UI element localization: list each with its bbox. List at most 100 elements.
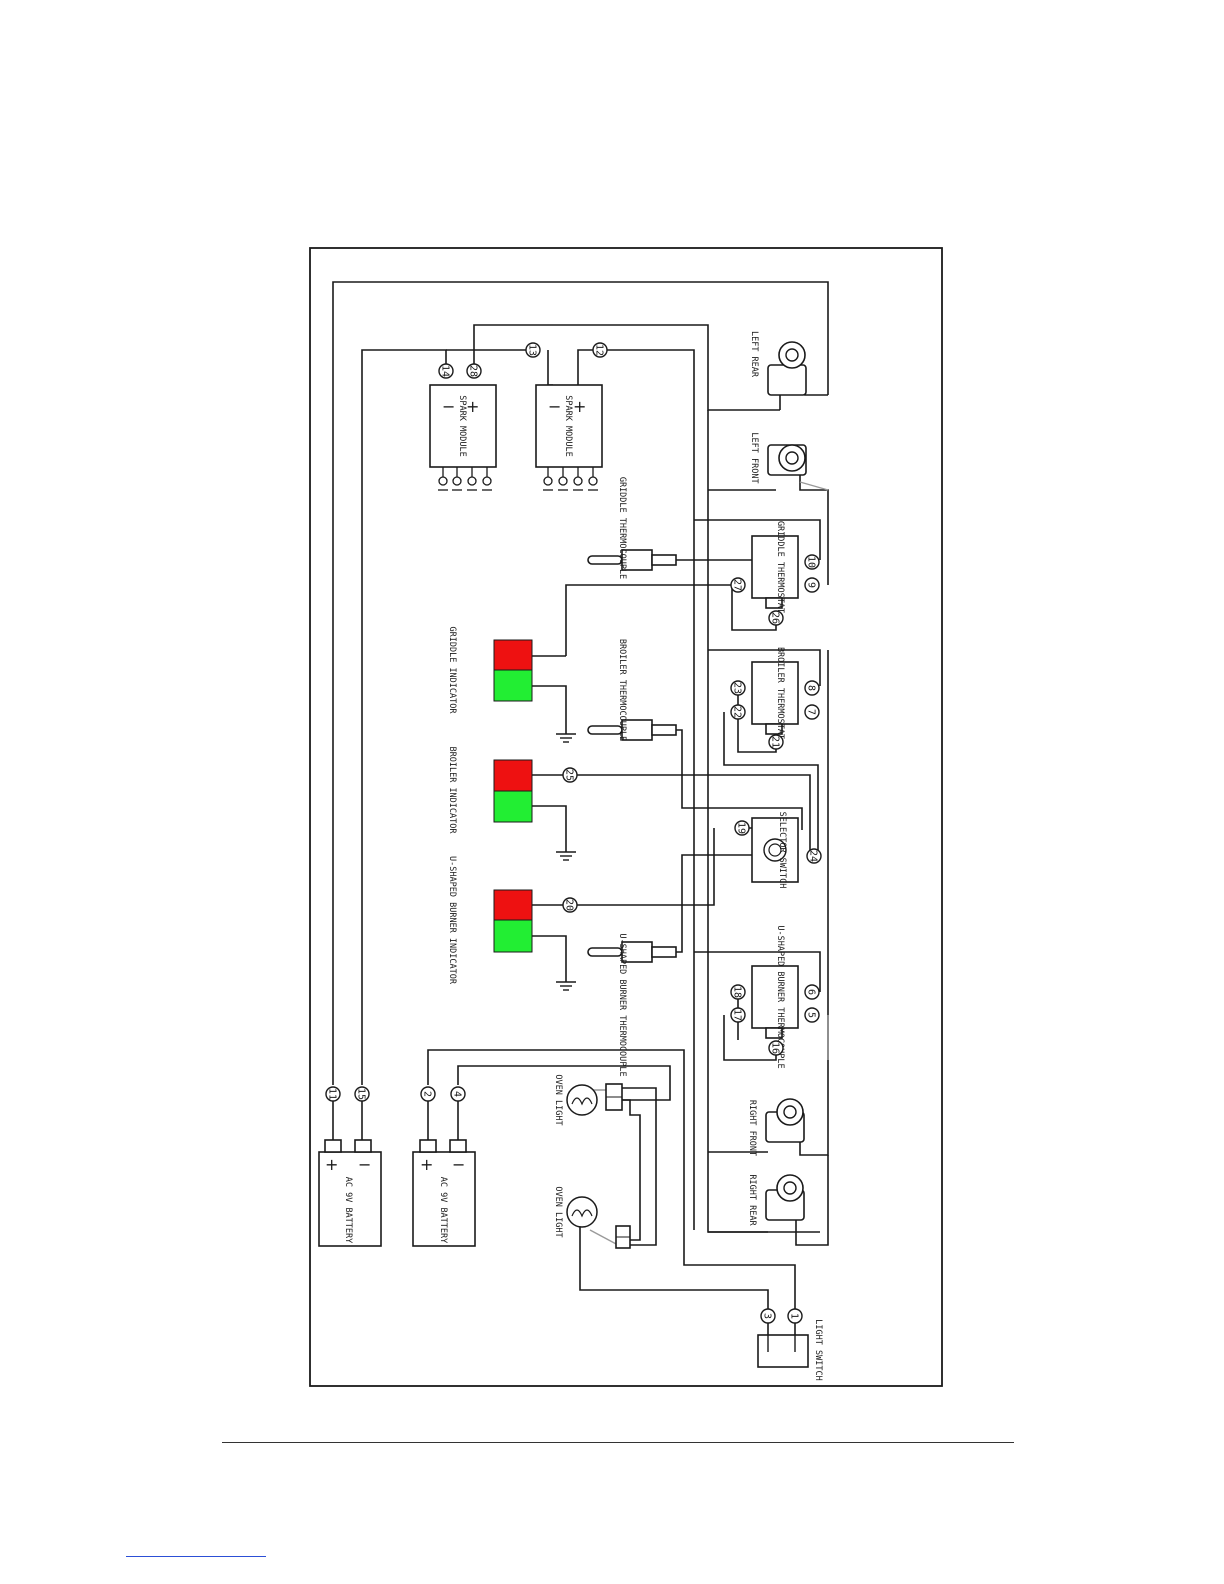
ushaped-thermocouple-label: U-SHAPED BURNER THERMOCOUPLE bbox=[617, 933, 627, 1076]
svg-text:14: 14 bbox=[440, 365, 451, 377]
ushaped-indicator-green bbox=[493, 919, 533, 953]
wire-node-21: 21 bbox=[768, 734, 784, 750]
svg-text:9: 9 bbox=[806, 582, 817, 588]
ushaped-thermostat-label: U-SHAPED BURNER THERMOCOUPLE bbox=[775, 925, 785, 1068]
footnote-link-underline bbox=[126, 1556, 266, 1557]
wire-node-10: 10 bbox=[804, 554, 820, 570]
oven-light-1-label: OVEN LIGHT bbox=[553, 1074, 563, 1125]
broiler-thermocouple: BROILER THERMOCOUPLE bbox=[587, 639, 677, 741]
wire-node-16: 16 bbox=[768, 1040, 784, 1056]
wire-node-15: 15 bbox=[354, 1086, 370, 1102]
griddle-indicator-red bbox=[493, 639, 533, 671]
wire-node-8: 8 bbox=[804, 680, 820, 696]
griddle-indicator: GRIDDLE INDICATOR bbox=[447, 627, 533, 715]
battery-1: + − AC 9V BATTERY bbox=[318, 1139, 382, 1247]
svg-text:26: 26 bbox=[770, 612, 781, 624]
svg-text:4: 4 bbox=[452, 1091, 463, 1097]
svg-text:20: 20 bbox=[564, 899, 575, 911]
svg-text:28: 28 bbox=[468, 365, 479, 377]
svg-text:5: 5 bbox=[806, 1012, 817, 1018]
battery-wires bbox=[332, 1100, 459, 1140]
svg-text:1: 1 bbox=[789, 1313, 800, 1319]
wire-node-17: 17 bbox=[730, 1007, 746, 1023]
svg-text:6: 6 bbox=[806, 989, 817, 995]
spark-1-plus: + bbox=[466, 397, 479, 416]
light-switch-label: LIGHT SWITCH bbox=[813, 1319, 823, 1380]
wire-node-27: 27 bbox=[730, 577, 746, 593]
oven-light-1: OVEN LIGHT bbox=[553, 1074, 623, 1126]
ushaped-indicator-red bbox=[493, 889, 533, 921]
wire-node-14: 14 bbox=[438, 363, 454, 379]
griddle-thermostat: GRIDDLE THERMOSTAT bbox=[751, 521, 799, 613]
battery-1-minus: − bbox=[358, 1155, 371, 1174]
wire-node-1: 1 bbox=[787, 1308, 803, 1324]
ushaped-indicator-label: U-SHAPED BURNER INDICATOR bbox=[447, 856, 457, 985]
svg-text:11: 11 bbox=[327, 1088, 338, 1100]
svg-text:23: 23 bbox=[732, 682, 743, 694]
svg-text:10: 10 bbox=[806, 556, 817, 568]
broiler-thermostat: BROILER THERMOSTAT bbox=[751, 647, 799, 739]
right-front-label: RIGHT FRONT bbox=[747, 1100, 757, 1156]
wire-node-25: 25 bbox=[562, 767, 578, 783]
battery-1-plus: + bbox=[325, 1155, 338, 1174]
wire-node-9: 9 bbox=[804, 577, 820, 593]
spark-module-2: − + SPARK MODULE bbox=[535, 384, 603, 491]
wire-node-23: 23 bbox=[730, 680, 746, 696]
ushaped-thermocouple: U-SHAPED BURNER THERMOCOUPLE bbox=[587, 933, 677, 1077]
right-rear-label: RIGHT REAR bbox=[747, 1174, 757, 1226]
broiler-indicator-label: BROILER INDICATOR bbox=[447, 747, 457, 835]
wire-node-26: 26 bbox=[768, 610, 784, 626]
igniter-right-front: RIGHT FRONT bbox=[747, 1098, 805, 1156]
oven-light-2: OVEN LIGHT bbox=[553, 1186, 631, 1249]
igniter-right-rear: RIGHT REAR bbox=[747, 1174, 805, 1226]
left-rear-label: LEFT REAR bbox=[749, 331, 759, 378]
spark-2-minus: − bbox=[548, 397, 561, 416]
spark-1-minus: − bbox=[442, 397, 455, 416]
ground-symbols bbox=[556, 733, 576, 991]
wire-node-22: 22 bbox=[730, 704, 746, 720]
spark-module-1: − + SPARK MODULE bbox=[429, 384, 497, 491]
spark-module-1-label: SPARK MODULE bbox=[457, 395, 467, 456]
svg-text:13: 13 bbox=[527, 344, 538, 356]
wire-node-4: 4 bbox=[450, 1086, 466, 1102]
svg-text:15: 15 bbox=[356, 1088, 367, 1100]
ushaped-thermostat: U-SHAPED BURNER THERMOCOUPLE bbox=[751, 925, 799, 1069]
wire-node-11: 11 bbox=[325, 1086, 341, 1102]
wire-node-24: 24 bbox=[806, 848, 822, 864]
wire-node-19: 19 bbox=[734, 820, 750, 836]
page-footer-rule bbox=[222, 1442, 1014, 1443]
battery-2-minus: − bbox=[452, 1155, 465, 1174]
svg-text:27: 27 bbox=[732, 579, 743, 591]
battery-2: + − AC 9V BATTERY bbox=[412, 1139, 476, 1247]
wire-node-7: 7 bbox=[804, 704, 820, 720]
svg-text:21: 21 bbox=[770, 736, 781, 748]
broiler-thermocouple-label: BROILER THERMOCOUPLE bbox=[617, 639, 627, 741]
broiler-indicator-green bbox=[493, 790, 533, 823]
svg-text:3: 3 bbox=[762, 1313, 773, 1319]
griddle-thermostat-label: GRIDDLE THERMOSTAT bbox=[775, 521, 785, 613]
battery-2-label: AC 9V BATTERY bbox=[438, 1177, 448, 1244]
svg-text:16: 16 bbox=[770, 1042, 781, 1054]
svg-text:25: 25 bbox=[564, 769, 575, 781]
svg-text:22: 22 bbox=[732, 706, 743, 718]
wire-node-6: 6 bbox=[804, 984, 820, 1000]
selector-switch: SELECTOR SWITCH bbox=[751, 812, 799, 889]
wire-node-13: 13 bbox=[525, 342, 541, 358]
igniter-left-front: LEFT FRONT bbox=[749, 432, 807, 484]
svg-text:18: 18 bbox=[732, 986, 743, 998]
svg-text:19: 19 bbox=[736, 822, 747, 834]
diagram-frame bbox=[309, 247, 943, 1387]
wire-node-18: 18 bbox=[730, 984, 746, 1000]
wire-node-5: 5 bbox=[804, 1007, 820, 1023]
griddle-indicator-label: GRIDDLE INDICATOR bbox=[447, 627, 457, 715]
oven-light-2-label: OVEN LIGHT bbox=[553, 1186, 563, 1237]
selector-switch-label: SELECTOR SWITCH bbox=[777, 812, 787, 889]
wire-node-28: 28 bbox=[466, 363, 482, 379]
wires bbox=[332, 281, 829, 1310]
wire-node-2: 2 bbox=[420, 1086, 436, 1102]
broiler-indicator: BROILER INDICATOR bbox=[447, 747, 533, 835]
svg-text:24: 24 bbox=[808, 850, 819, 862]
wire-node-3: 3 bbox=[760, 1308, 776, 1324]
ushaped-indicator: U-SHAPED BURNER INDICATOR bbox=[447, 856, 533, 985]
